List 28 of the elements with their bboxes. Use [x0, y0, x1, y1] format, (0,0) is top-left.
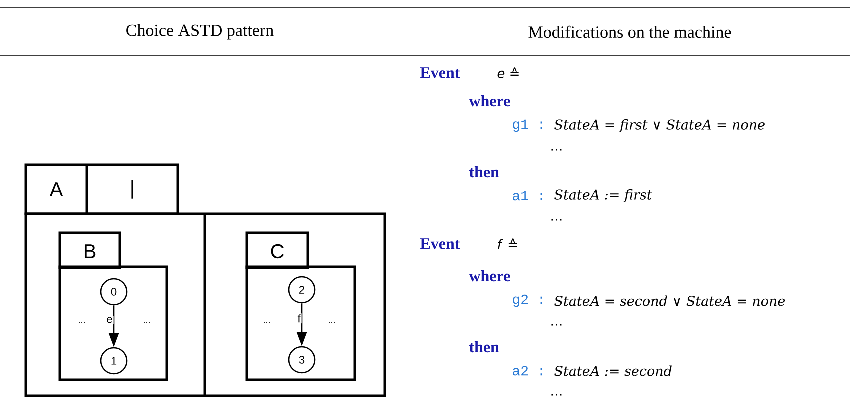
ellipsis: …: [552, 394, 562, 396]
column-header: Choice ASTD pattern: [126, 24, 274, 40]
then-keyword: then: [469, 341, 500, 353]
node-label: |: [132, 180, 134, 199]
edge-label: f: [298, 314, 301, 323]
node-label: A: [50, 182, 64, 196]
event-name: e ≙: [498, 68, 519, 78]
action-label: a2 :: [513, 366, 542, 376]
guard-label: g1 :: [513, 120, 542, 132]
ellipsis: …: [552, 219, 562, 221]
node-label: C: [271, 244, 284, 259]
column-header: Modifications on the machine: [528, 26, 732, 38]
guard-formula: StateA = second ∨ StateA = none: [554, 296, 786, 306]
ellipsis: …: [552, 149, 562, 151]
node-label: B: [84, 244, 96, 258]
guard-formula: StateA = first ∨ StateA = none: [554, 119, 765, 133]
guard-label: g2 :: [513, 294, 542, 308]
where-keyword: where: [469, 95, 510, 107]
where-keyword: where: [469, 270, 510, 282]
ellipsis: …: [552, 324, 562, 326]
then-keyword: then: [469, 166, 500, 178]
action-formula: StateA := second: [554, 366, 672, 376]
event-keyword: Event: [420, 238, 460, 250]
action-formula: StateA := first: [554, 189, 652, 203]
edge-label: e: [107, 317, 112, 324]
event-name: f ≙: [498, 238, 518, 250]
action-label: a1 :: [513, 191, 542, 201]
event-keyword: Event: [420, 68, 460, 78]
